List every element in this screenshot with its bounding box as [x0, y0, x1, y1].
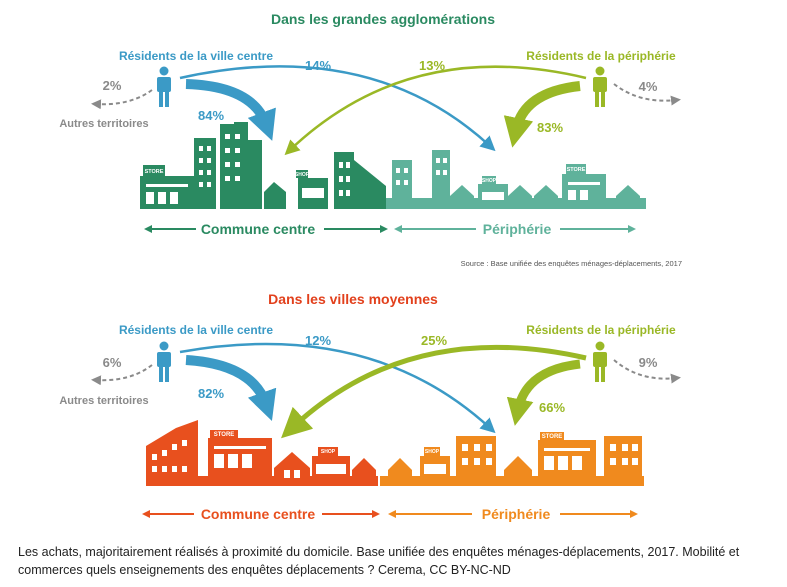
person-icon: [157, 66, 171, 107]
caption-main: Les achats, majoritairement réalisés à p…: [18, 545, 683, 559]
periph-windows: [396, 158, 600, 200]
figure-caption: Les achats, majoritairement réalisés à p…: [18, 543, 778, 579]
left-residents-label: Résidents de la ville centre: [119, 323, 273, 337]
panel-grandes-agglomerations: Dans les grandes agglomérations Résident…: [59, 11, 682, 268]
periph-zone-label: Périphérie: [482, 506, 551, 522]
centre-to-periph-pct: 14%: [305, 58, 331, 73]
periph-to-centre-arrow: [284, 65, 587, 156]
caption-credit: Cerema, CC BY-NC-ND: [374, 563, 511, 577]
periph-to-centre-pct: 13%: [419, 58, 445, 73]
person-icon: [157, 341, 171, 382]
centre-local-pct: 82%: [198, 386, 224, 401]
centre-local-arrow: [185, 79, 276, 141]
periph-local-arrow: [506, 359, 581, 426]
shop-sign: SHOP: [321, 449, 336, 455]
shop-sign: SHOP: [295, 172, 310, 178]
source-note: Source : Base unifiée des enquêtes ménag…: [461, 259, 682, 268]
right-other-pct: 9%: [639, 355, 658, 370]
city-skyline-periphery: [380, 432, 644, 486]
left-other-pct: 6%: [103, 355, 122, 370]
panel-title: Dans les grandes agglomérations: [271, 11, 495, 27]
centre-to-periph-pct: 12%: [305, 333, 331, 348]
store-windows: [146, 134, 350, 204]
other-territories-label: Autres territoires: [59, 395, 148, 407]
shop-sign: SHOP: [482, 178, 497, 184]
centre-zone-label: Commune centre: [201, 506, 316, 522]
right-residents-label: Résidents de la périphérie: [526, 49, 676, 63]
city-skyline-periphery: [386, 150, 646, 209]
periph-local-pct: 66%: [539, 400, 565, 415]
periph-local-pct: 83%: [537, 120, 563, 135]
right-residents-label: Résidents de la périphérie: [526, 323, 676, 337]
infographic-svg: Dans les grandes agglomérations Résident…: [59, 11, 682, 522]
periph-windows: [424, 444, 638, 474]
periph-zone-label: Périphérie: [483, 221, 552, 237]
centre-to-periph-arrow: [179, 342, 496, 434]
panel-villes-moyennes: Dans les villes moyennes Résidents de la…: [59, 291, 681, 522]
city-skyline-centre: [146, 420, 378, 486]
left-other-pct: 2%: [103, 78, 122, 93]
centre-local-arrow: [185, 355, 277, 421]
store-sign: STORE: [145, 169, 164, 175]
shop-sign: SHOP: [425, 449, 440, 455]
other-territories-arrow: [613, 83, 681, 106]
store-sign: STORE: [542, 434, 563, 440]
periph-local-arrow: [503, 81, 581, 148]
centre-to-periph-arrow: [179, 65, 496, 152]
caption-link[interactable]: Mobilité et commerces quels enseignement…: [18, 545, 740, 577]
right-other-pct: 4%: [639, 79, 658, 94]
panel-title: Dans les villes moyennes: [268, 291, 438, 307]
left-residents-label: Résidents de la ville centre: [119, 49, 273, 63]
centre-windows: [152, 440, 346, 478]
store-sign: STORE: [567, 167, 586, 173]
periph-to-centre-arrow: [281, 344, 587, 439]
centre-local-pct: 84%: [198, 108, 224, 123]
other-territories-arrow: [613, 359, 681, 384]
centre-zone-label: Commune centre: [201, 221, 316, 237]
periph-to-centre-pct: 25%: [421, 333, 447, 348]
person-icon: [593, 341, 607, 382]
other-territories-label: Autres territoires: [59, 118, 148, 130]
store-sign: STORE: [214, 432, 235, 438]
person-icon: [593, 66, 607, 107]
